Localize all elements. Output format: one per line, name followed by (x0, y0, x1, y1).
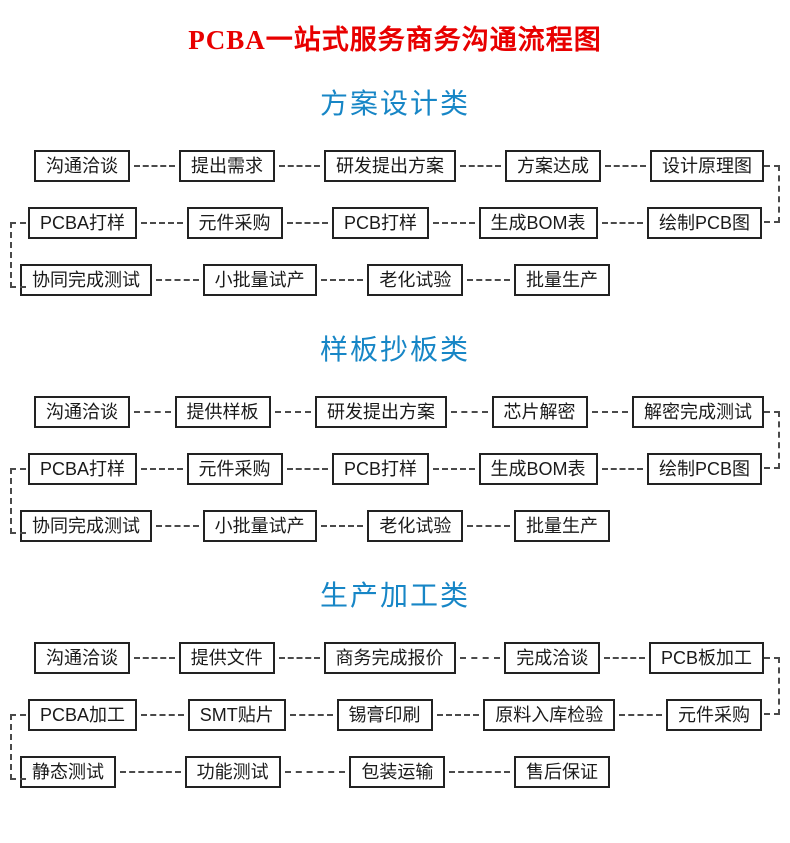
dashed-connector (460, 165, 501, 167)
edge-connector-right (764, 411, 780, 469)
section-sample-copy: 样板抄板类 沟通洽谈 提供样板 研发提出方案 芯片解密 解密完成测试 PCBA打… (0, 332, 790, 542)
flow-box: 批量生产 (514, 264, 611, 296)
dashed-connector (433, 222, 475, 224)
flow-box: 售后保证 (514, 756, 611, 788)
section-production-title: 生产加工类 (319, 580, 470, 611)
flow-box: 元件采购 (186, 207, 283, 239)
flow-box: 锡膏印刷 (336, 699, 433, 731)
edge-connector-left (10, 714, 26, 780)
edge-connector-right (764, 657, 780, 715)
dashed-connector (279, 165, 320, 167)
dashed-connector (605, 165, 646, 167)
dashed-connector (120, 771, 181, 773)
dashed-connector (286, 222, 328, 224)
dashed-connector (591, 411, 628, 413)
flow-box: 提供文件 (178, 642, 275, 674)
dashed-connector (134, 165, 175, 167)
flow-box: PCBA加工 (28, 699, 138, 731)
flow-box: 沟通洽谈 (34, 396, 130, 428)
dashed-connector (289, 714, 333, 716)
flow-box: PCB打样 (332, 453, 430, 485)
dashed-connector (134, 657, 175, 659)
dashed-connector (134, 411, 171, 413)
dashed-connector (141, 468, 183, 470)
flow-box: 小批量试产 (202, 510, 317, 542)
flow-box: 协同完成测试 (20, 264, 152, 296)
flow-box: PCBA打样 (28, 453, 138, 485)
dashed-connector (449, 771, 511, 773)
flow-box: 元件采购 (666, 699, 763, 731)
dashed-connector (284, 771, 346, 773)
flow-row: 沟通洽谈 提供文件 商务完成报价 完成洽谈 PCB板加工 (0, 642, 790, 674)
dashed-connector (604, 657, 645, 659)
flow-row: 协同完成测试 小批量试产 老化试验 批量生产 (0, 510, 790, 542)
dashed-connector (141, 714, 184, 716)
flow-box: 静态测试 (20, 756, 116, 788)
flow-box: 老化试验 (367, 510, 464, 542)
dashed-connector (601, 222, 643, 224)
flow-box: 解密完成测试 (632, 396, 764, 428)
page-title: PCBA一站式服务商务沟通流程图 (188, 25, 602, 55)
edge-connector-left (10, 222, 26, 288)
dashed-connector (274, 411, 311, 413)
flow-box: 老化试验 (367, 264, 464, 296)
flow-box: 生成BOM表 (478, 207, 598, 239)
flow-box: 批量生产 (514, 510, 611, 542)
dashed-connector (278, 657, 320, 659)
dashed-connector (433, 468, 475, 470)
flow-box: SMT贴片 (187, 699, 286, 731)
flow-box: 提供样板 (174, 396, 271, 428)
flow-box: 协同完成测试 (20, 510, 152, 542)
flow-box: 绘制PCB图 (647, 453, 763, 485)
dashed-connector (459, 657, 501, 659)
edge-connector-right (764, 165, 780, 223)
flow-box: 完成洽谈 (504, 642, 601, 674)
dashed-connector (619, 714, 663, 716)
flow-box: 沟通洽谈 (34, 642, 130, 674)
dashed-connector (436, 714, 480, 716)
section-production: 生产加工类 沟通洽谈 提供文件 商务完成报价 完成洽谈 PCB板加工 PCBA加… (0, 578, 790, 788)
flow-box: 生成BOM表 (478, 453, 598, 485)
dashed-connector (320, 525, 364, 527)
flow-box: 包装运输 (349, 756, 446, 788)
flow-box: 研发提出方案 (315, 396, 447, 428)
dashed-connector (601, 468, 643, 470)
flow-box: 方案达成 (505, 150, 601, 182)
flow-box: 研发提出方案 (324, 150, 456, 182)
edge-connector-left (10, 468, 26, 534)
section-design: 方案设计类 沟通洽谈 提出需求 研发提出方案 方案达成 设计原理图 PCBA打样… (0, 86, 790, 296)
flow-box: 原料入库检验 (483, 699, 616, 731)
dashed-connector (320, 279, 364, 281)
flow-row: PCBA打样 元件采购 PCB打样 生成BOM表 绘制PCB图 (0, 453, 790, 485)
flow-box: 绘制PCB图 (647, 207, 763, 239)
dashed-connector (451, 411, 488, 413)
dashed-connector (141, 222, 183, 224)
flow-row: 协同完成测试 小批量试产 老化试验 批量生产 (0, 264, 790, 296)
dashed-connector (286, 468, 328, 470)
section-sample-copy-title: 样板抄板类 (319, 334, 470, 365)
dashed-connector (156, 525, 199, 527)
flow-box: 设计原理图 (650, 150, 764, 182)
flow-box: 功能测试 (184, 756, 281, 788)
dashed-connector (467, 525, 511, 527)
flow-box: PCB板加工 (649, 642, 765, 674)
flow-box: 沟通洽谈 (34, 150, 130, 182)
flow-row: PCBA打样 元件采购 PCB打样 生成BOM表 绘制PCB图 (0, 207, 790, 239)
flow-box: 小批量试产 (202, 264, 317, 296)
flow-row: 沟通洽谈 提供样板 研发提出方案 芯片解密 解密完成测试 (0, 396, 790, 428)
flow-box: 提出需求 (179, 150, 275, 182)
dashed-connector (467, 279, 511, 281)
flow-box: PCB打样 (332, 207, 430, 239)
flow-box: 芯片解密 (491, 396, 588, 428)
dashed-connector (156, 279, 199, 281)
section-design-title: 方案设计类 (319, 88, 470, 119)
flow-box: PCBA打样 (28, 207, 138, 239)
flow-row: PCBA加工 SMT贴片 锡膏印刷 原料入库检验 元件采购 (0, 699, 790, 731)
flow-box: 商务完成报价 (323, 642, 456, 674)
flow-box: 元件采购 (186, 453, 283, 485)
flow-row: 沟通洽谈 提出需求 研发提出方案 方案达成 设计原理图 (0, 150, 790, 182)
flow-row: 静态测试 功能测试 包装运输 售后保证 (0, 756, 790, 788)
